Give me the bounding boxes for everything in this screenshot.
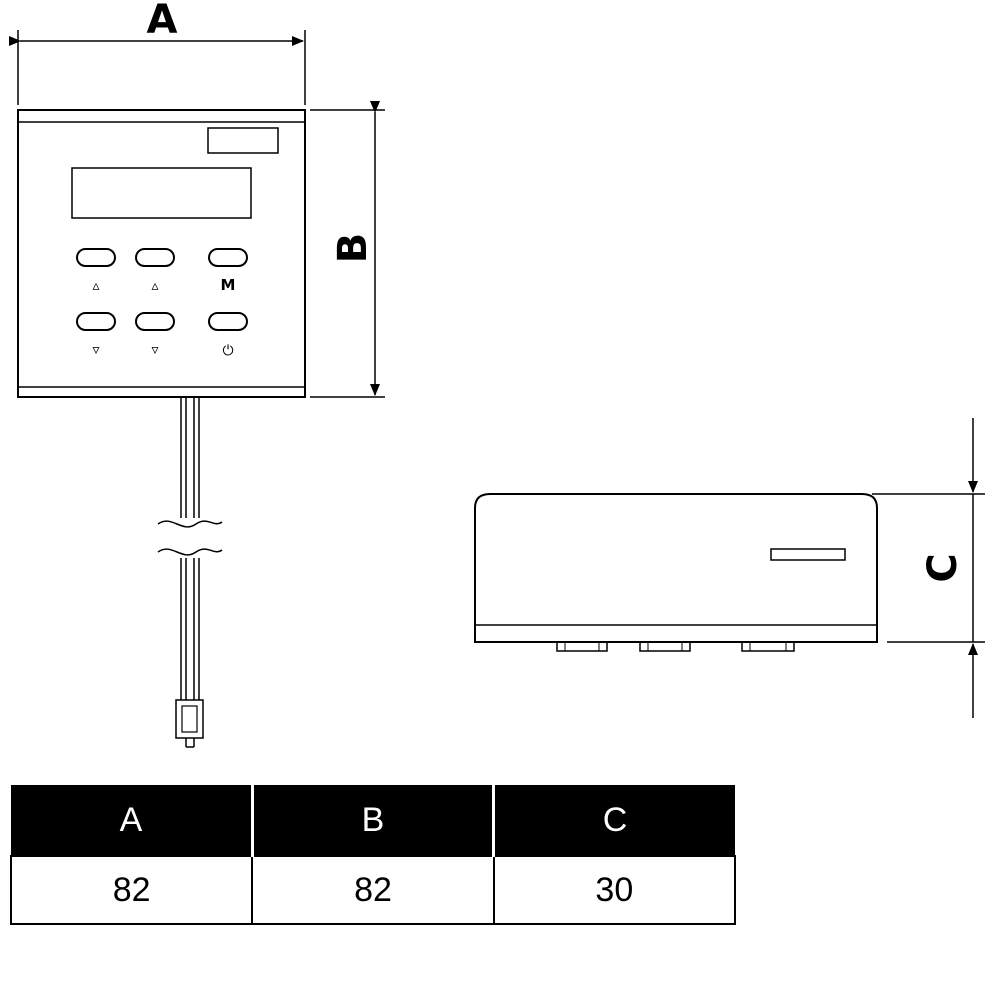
- power-button: [208, 312, 248, 331]
- table-row: 82 82 30: [9, 855, 737, 925]
- dimension-b: B: [310, 101, 385, 398]
- rj-connector: [175, 699, 204, 739]
- controller-front-view: ▵ ▵ M ▿ ▿ ⏻: [17, 109, 306, 398]
- up-button-middle: [135, 248, 175, 267]
- dimension-a-label: A: [147, 0, 178, 43]
- down-arrow-icon: ▿: [92, 342, 99, 358]
- cable: [157, 397, 223, 748]
- down-button-left: [76, 312, 116, 331]
- lcd-display: [71, 167, 252, 219]
- dimension-c: C: [872, 418, 985, 718]
- dimension-b-label: B: [330, 233, 376, 264]
- table-cell-b: 82: [251, 855, 495, 925]
- foot: [556, 641, 608, 652]
- power-icon: ⏻: [222, 343, 233, 359]
- foot: [639, 641, 691, 652]
- indicator-window: [207, 127, 279, 154]
- dimension-c-label: C: [920, 553, 966, 582]
- down-button-middle: [135, 312, 175, 331]
- table-header-c: C: [493, 785, 735, 856]
- dimension-a: A: [9, 0, 306, 105]
- table-header-row: A B C: [11, 785, 735, 856]
- cable-break-mark: [157, 520, 223, 528]
- side-indicator-slot: [770, 548, 846, 561]
- dimensions-table: A B C 82 82 30: [9, 785, 737, 925]
- up-arrow-icon: ▵: [92, 278, 99, 294]
- table-cell-a: 82: [9, 855, 254, 925]
- table-cell-c: 30: [492, 855, 737, 925]
- up-arrow-icon: ▵: [151, 278, 158, 294]
- table-header-b: B: [252, 785, 496, 856]
- down-arrow-icon: ▿: [151, 342, 158, 358]
- table-header-a: A: [11, 785, 254, 856]
- foot: [741, 641, 795, 652]
- mode-key-label: M: [221, 276, 236, 294]
- mode-button: [208, 248, 248, 267]
- cable-break-mark: [157, 548, 223, 556]
- up-button-left: [76, 248, 116, 267]
- controller-side-view: [474, 493, 878, 652]
